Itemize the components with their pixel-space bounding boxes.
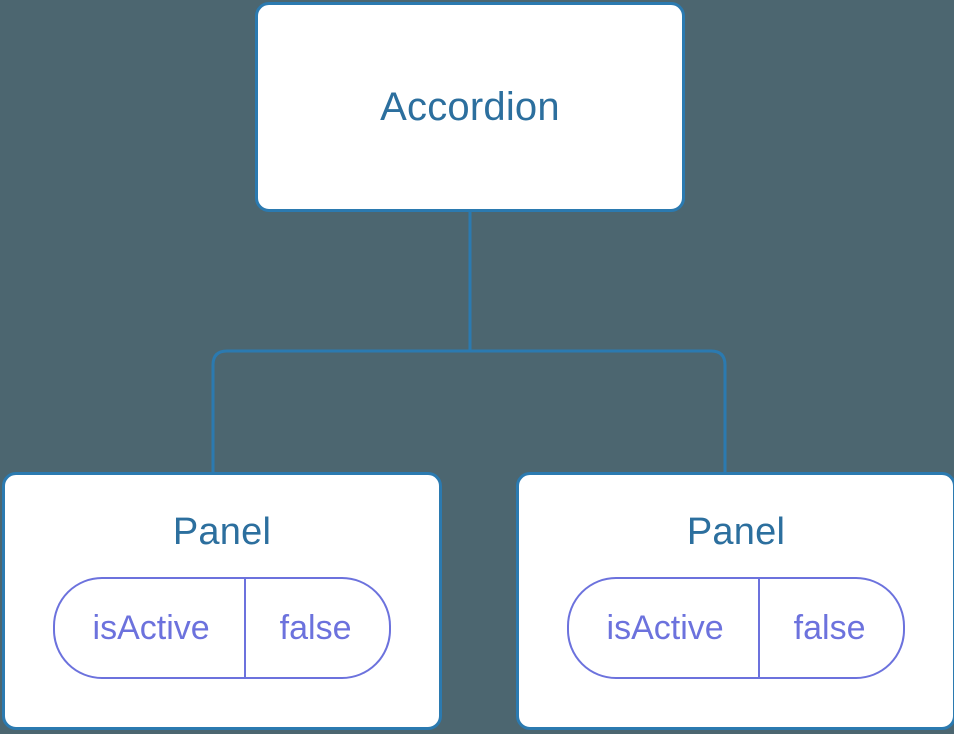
- node-panel-right[interactable]: Panel isActive false: [516, 472, 954, 730]
- node-panel-left[interactable]: Panel isActive false: [2, 472, 442, 730]
- node-panel-right-title: Panel: [686, 511, 786, 553]
- prop-pill-left[interactable]: isActive false: [52, 576, 392, 679]
- connector-branch-right: [470, 349, 727, 478]
- prop-value-isactive-left: false: [279, 608, 352, 647]
- node-panel-left-title: Panel: [172, 511, 272, 553]
- prop-key-isactive-left: isActive: [55, 578, 246, 677]
- connector-branch-left: [211, 349, 470, 478]
- prop-value-isactive-right: false: [793, 608, 866, 647]
- prop-key-isactive-right: isActive: [569, 578, 760, 677]
- node-accordion[interactable]: Accordion: [255, 2, 685, 212]
- prop-pill-right[interactable]: isActive false: [566, 576, 906, 679]
- node-accordion-title: Accordion: [380, 85, 560, 129]
